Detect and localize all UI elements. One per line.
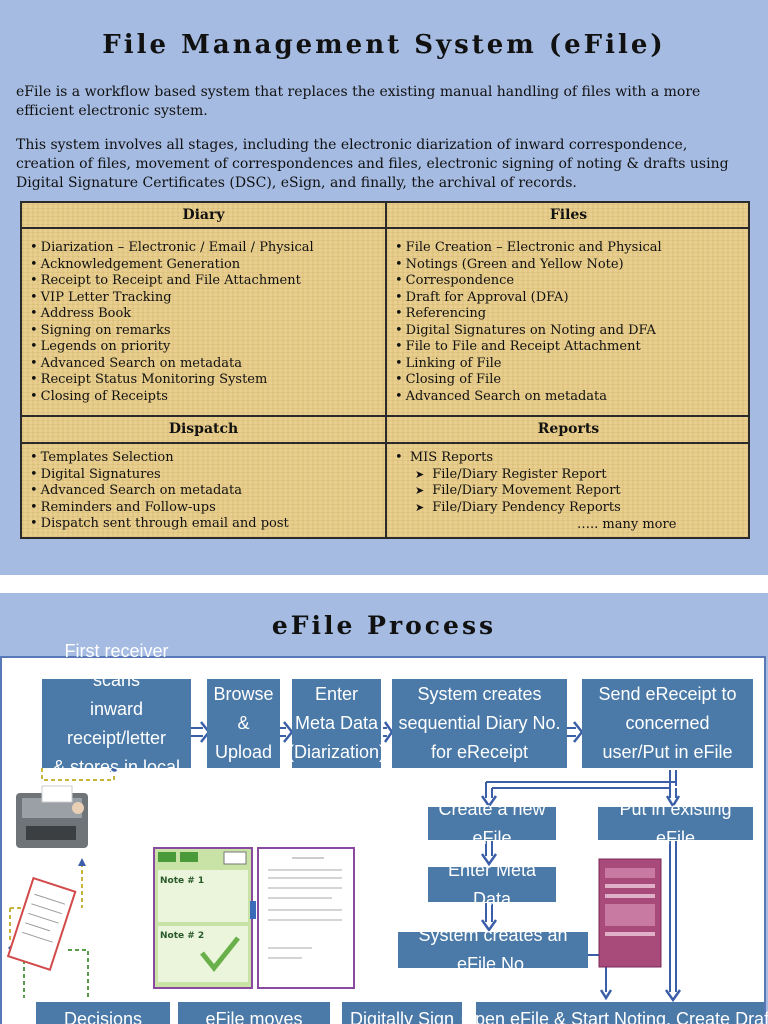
- many-more-label: ….. many more: [577, 517, 677, 532]
- list-item: Digital Signatures on Noting and DFA: [395, 323, 662, 340]
- box-line: Meta Data: [294, 713, 379, 733]
- list-item: Receipt Status Monitoring System: [30, 372, 314, 389]
- list-item: File/Diary Pendency Reports: [415, 500, 621, 517]
- note2-label: Note # 2: [160, 931, 204, 941]
- table-divider: [22, 227, 748, 229]
- list-item: Dispatch sent through email and post: [30, 516, 289, 533]
- list-item: Templates Selection: [30, 450, 289, 467]
- scanner-icon: [16, 785, 88, 848]
- list-item: Draft for Approval (DFA): [395, 290, 662, 307]
- box-line: sequential Diary No.: [398, 713, 561, 733]
- letter-icon: [6, 876, 77, 972]
- box-line: (Diarization): [287, 742, 386, 762]
- table-divider: [22, 415, 748, 417]
- list-item: VIP Letter Tracking: [30, 290, 314, 307]
- diary-list: Diarization – Electronic / Email / Physi…: [30, 240, 314, 405]
- features-table: Diary Files Dispatch Reports Diarization…: [20, 201, 750, 539]
- box-line: user/Put in eFile: [602, 742, 733, 762]
- list-item: Address Book: [30, 306, 314, 323]
- box-send-ereceipt: Send eReceipt to concerned user/Put in e…: [582, 679, 753, 768]
- list-item: Linking of File: [395, 356, 662, 373]
- box-diary-number: System creates sequential Diary No. for …: [392, 679, 567, 768]
- box-line: Upload: [214, 742, 273, 762]
- receipt-form-thumbnail: [598, 858, 662, 968]
- reports-sublist: File/Diary Register Report File/Diary Mo…: [395, 467, 621, 517]
- process-diagram: Note # 1 Note # 2: [0, 641, 768, 1024]
- box-line: Browse: [213, 684, 274, 704]
- list-item: Diarization – Electronic / Email / Physi…: [30, 240, 314, 257]
- reports-item-label: MIS Reports: [409, 450, 494, 465]
- slide-file-management: File Management System (eFile) eFile is …: [0, 0, 768, 575]
- slide-efile-process: eFile Process: [0, 593, 768, 1024]
- note-sheet-thumbnail: [153, 847, 256, 989]
- branch-arrows: [480, 770, 681, 809]
- diary-header: Diary: [182, 207, 225, 223]
- list-item: File/Diary Register Report: [415, 467, 621, 484]
- triangle-marker: [110, 764, 118, 772]
- reports-header: Reports: [537, 421, 600, 437]
- flow-arrows: Note # 1 Note # 2: [6, 721, 682, 1003]
- box-efile-number: System creates an eFile No.: [398, 925, 588, 974]
- list-item: Correspondence: [395, 273, 662, 290]
- box-scan-receipt: First receiver scans inward receipt/lett…: [42, 641, 191, 806]
- box-line: inward receipt/letter: [66, 698, 167, 748]
- dispatch-list: Templates Selection Digital Signatures A…: [30, 450, 289, 533]
- list-item: Notings (Green and Yellow Note): [395, 257, 662, 274]
- arrow-create-to-meta: [480, 841, 498, 867]
- box-line: Enter: [314, 684, 359, 704]
- box-line: for eReceipt: [430, 742, 529, 762]
- dispatch-header: Dispatch: [168, 421, 239, 437]
- slide-gap: [0, 575, 768, 593]
- triangle-marker: [78, 858, 86, 866]
- table-divider-vertical: [385, 203, 387, 537]
- list-item: Advanced Search on metadata: [30, 356, 314, 373]
- list-item: Receipt to Receipt and File Attachment: [30, 273, 314, 290]
- box-decisions: Decisions recorded: [36, 1002, 170, 1024]
- list-item: Legends on priority: [30, 339, 314, 356]
- note1-label: Note # 1: [160, 876, 204, 886]
- slide-title: eFile Process: [271, 611, 497, 640]
- box-create-efile: Create a new eFile: [428, 799, 556, 848]
- box-existing-efile: Put in existing eFile: [598, 799, 753, 848]
- box-line: concerned: [625, 713, 710, 733]
- box-open-efile: Open eFile & Start Noting, Create Draft/: [461, 1002, 768, 1024]
- list-item: Closing of File: [395, 372, 662, 389]
- box-line: Send eReceipt to: [598, 684, 737, 704]
- reports-list: MIS Reports File/Diary Register Report F…: [395, 450, 621, 516]
- files-header: Files: [549, 207, 588, 223]
- list-item: File to File and Receipt Attachment: [395, 339, 662, 356]
- list-item: Reminders and Follow-ups: [30, 500, 289, 517]
- box-enter-meta-data: Enter Meta Data (Diarization): [288, 679, 385, 768]
- list-item: File/Diary Movement Report: [415, 483, 621, 500]
- box-line: &: [237, 713, 250, 733]
- box-browse-upload: Browse & Upload: [207, 679, 280, 768]
- document-thumbnail: [257, 847, 355, 989]
- arrow-meta-to-fileno: [480, 903, 498, 933]
- files-list: File Creation – Electronic and Physical …: [395, 240, 662, 405]
- list-item: MIS Reports File/Diary Register Report F…: [395, 450, 621, 516]
- stages-paragraph: This system involves all stages, includi…: [16, 137, 729, 191]
- list-item: Referencing: [395, 306, 662, 323]
- list-item: Signing on remarks: [30, 323, 314, 340]
- list-item: Digital Signatures: [30, 467, 289, 484]
- table-divider: [22, 442, 748, 444]
- slide-title: File Management System (eFile): [102, 30, 666, 60]
- list-item: Closing of Receipts: [30, 389, 314, 406]
- box-line: & stores in local client: [52, 756, 181, 806]
- box-efile-moves: eFile moves through: [178, 1002, 330, 1024]
- list-item: Advanced Search on metadata: [395, 389, 662, 406]
- intro-paragraph: eFile is a workflow based system that re…: [16, 84, 701, 119]
- list-item: Advanced Search on metadata: [30, 483, 289, 500]
- list-item: Acknowledgement Generation: [30, 257, 314, 274]
- box-line: First receiver scans: [64, 640, 169, 690]
- list-item: File Creation – Electronic and Physical: [395, 240, 662, 257]
- arrow-existing-to-open: [664, 841, 682, 1003]
- box-line: System creates: [417, 684, 542, 704]
- box-enter-metadata: Enter Meta Data: [428, 860, 556, 909]
- box-digitally-sign: Digitally Sign: [342, 1002, 462, 1024]
- dashed-flow-left: [9, 766, 115, 943]
